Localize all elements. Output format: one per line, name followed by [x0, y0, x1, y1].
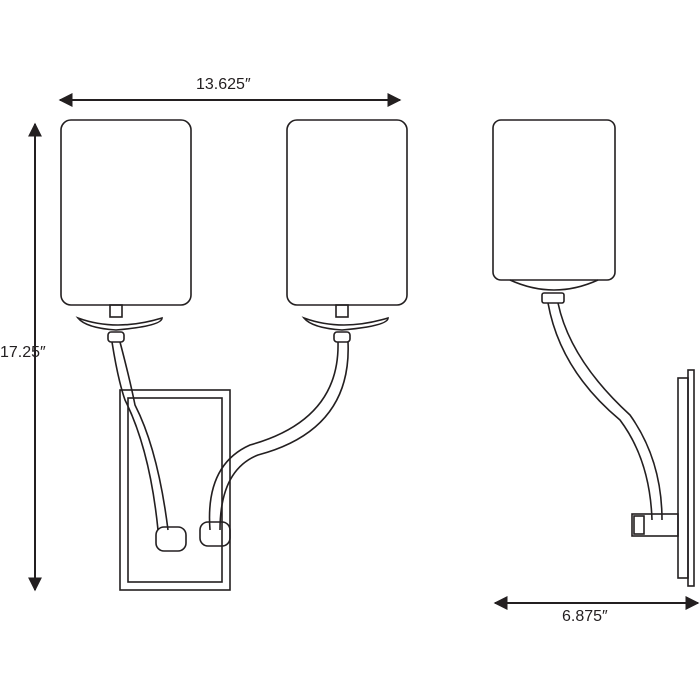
- side-view-lamp: [492, 119, 695, 587]
- width-label: 13.625″: [196, 76, 251, 93]
- height-label: 17.25″: [0, 344, 46, 361]
- front-backplate: [119, 389, 231, 591]
- front-left-lamp: [60, 119, 192, 552]
- front-right-lamp: [199, 119, 408, 547]
- depth-label: 6.875″: [562, 608, 608, 625]
